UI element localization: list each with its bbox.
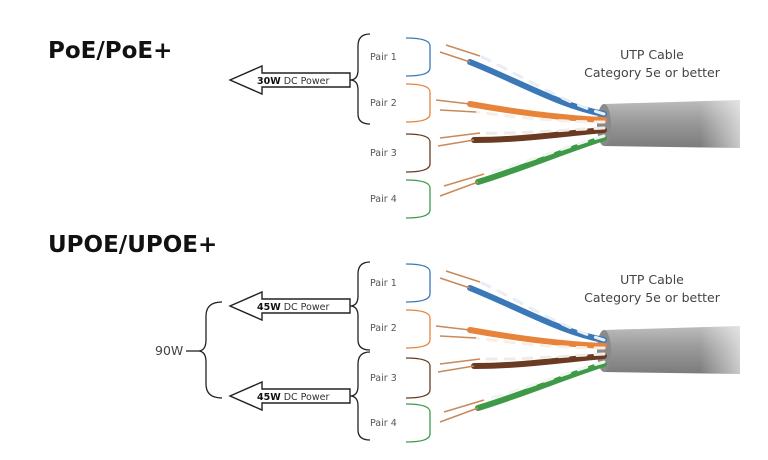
- pair-3-label: Pair 3: [370, 373, 397, 384]
- pairs-1-2-brace: [349, 33, 371, 125]
- pairs-3-4-brace: [349, 351, 371, 441]
- cable-type: UTP Cable: [620, 272, 684, 287]
- pair-1-label: Pair 1: [370, 278, 397, 289]
- pair-4-bracket: [405, 403, 431, 443]
- pair-4-label: Pair 4: [370, 194, 397, 205]
- cable-type: UTP Cable: [620, 47, 684, 62]
- arrow-2-watts: 45W: [257, 392, 281, 403]
- pair-2-bracket: [405, 309, 431, 349]
- pair-2-label: Pair 2: [370, 98, 397, 109]
- cable-label: UTP Cable Category 5e or better: [572, 271, 732, 307]
- pair-3-bracket: [405, 357, 431, 399]
- pair-1-label: Pair 1: [370, 52, 397, 63]
- pair-3-bracket: [405, 133, 431, 173]
- cable-label: UTP Cable Category 5e or better: [572, 46, 732, 82]
- pair-3-label: Pair 3: [370, 148, 397, 159]
- total-power-brace: [197, 301, 223, 399]
- cable-category: Category 5e or better: [584, 65, 720, 80]
- arrow-1-text: DC Power: [284, 302, 330, 313]
- arrow-2-text: DC Power: [284, 392, 330, 403]
- pair-2-label: Pair 2: [370, 323, 397, 334]
- poe-section-title: PoE/PoE+: [48, 38, 173, 64]
- arrow-watts: 30W: [257, 76, 281, 87]
- pairs-1-2-brace: [349, 261, 371, 351]
- upoe-section-title: UPOE/UPOE+: [48, 232, 218, 258]
- pair-4-bracket: [405, 179, 431, 219]
- arrow-1-watts: 45W: [257, 302, 281, 313]
- utp-cable-illustration: [435, 270, 768, 423]
- pair-2-bracket: [405, 83, 431, 123]
- pair-4-label: Pair 4: [370, 418, 397, 429]
- total-power-label: 90W: [155, 343, 183, 358]
- pair-1-bracket: [405, 37, 431, 77]
- utp-cable-illustration: [435, 44, 768, 197]
- pair-1-bracket: [405, 263, 431, 303]
- cable-category: Category 5e or better: [584, 290, 720, 305]
- arrow-text: DC Power: [284, 76, 330, 87]
